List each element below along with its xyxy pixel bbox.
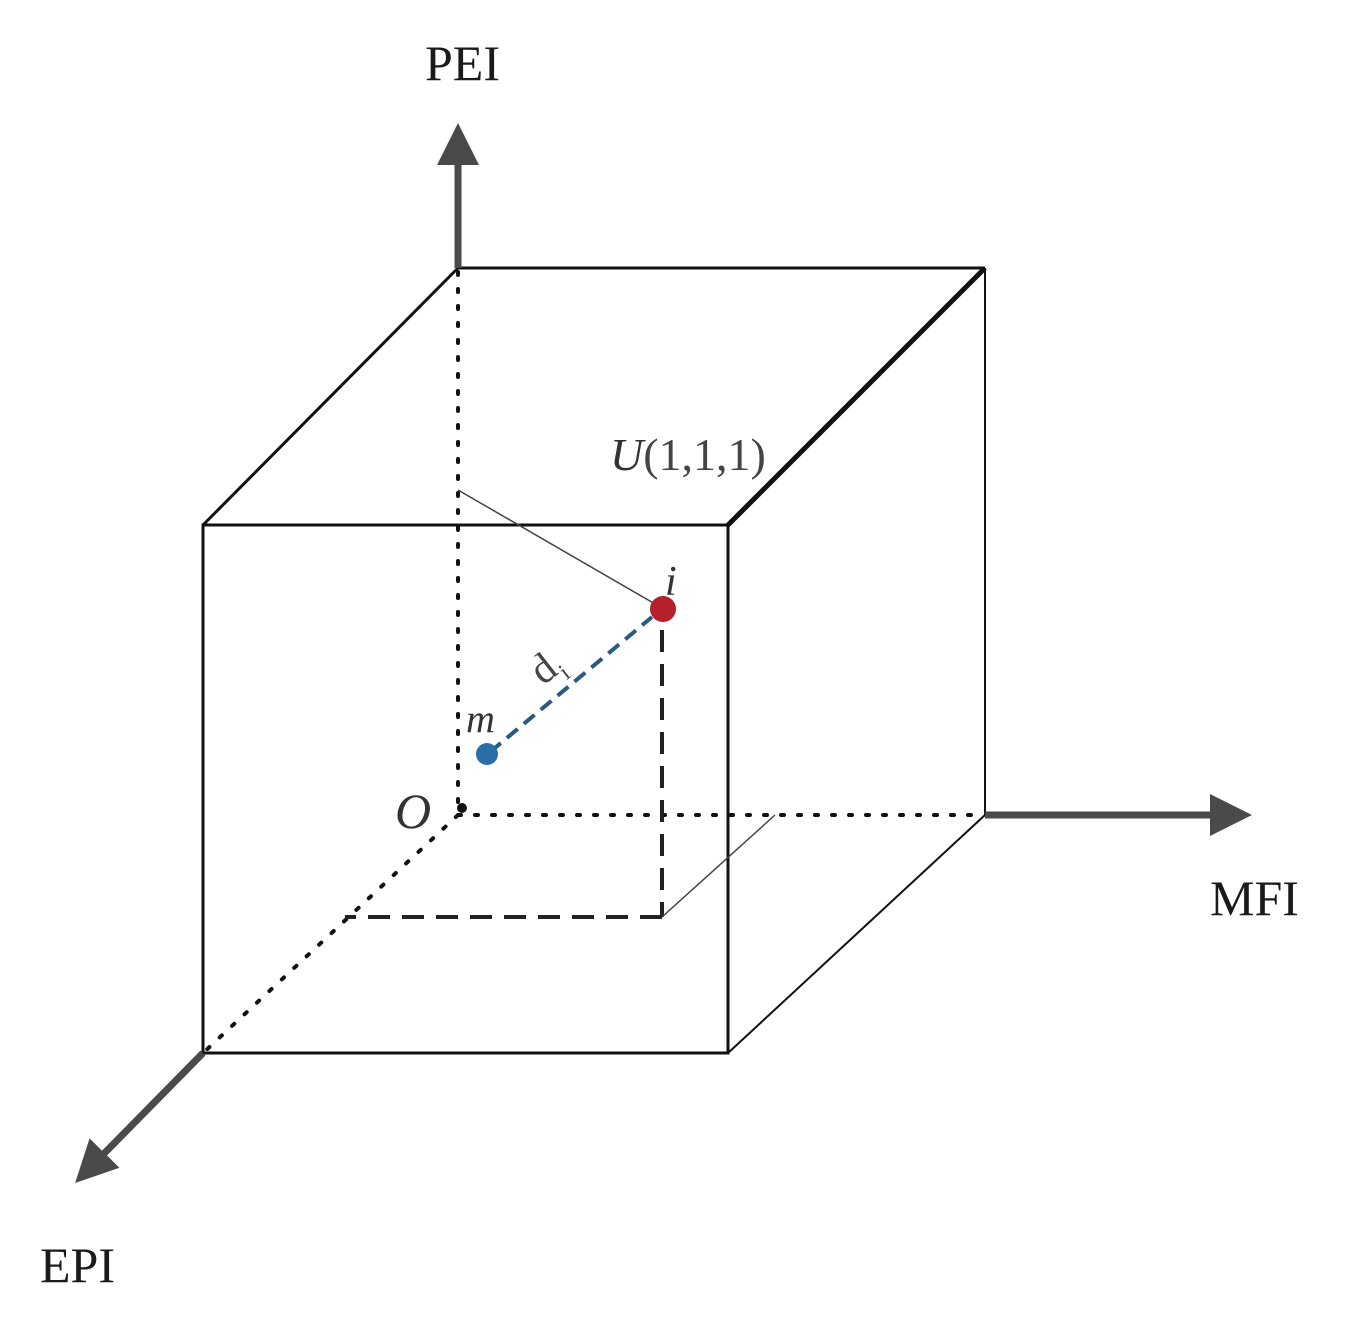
thin-line-to-axis xyxy=(457,489,663,609)
point-m-label: m xyxy=(466,696,495,741)
hidden-depth-edge xyxy=(201,813,460,1055)
point-m xyxy=(476,743,498,765)
front-face xyxy=(201,523,730,1055)
top-right-edge xyxy=(726,266,987,527)
axis-arrows xyxy=(75,123,1252,1183)
point-i xyxy=(650,596,676,622)
ideal-point-label: U(1,1,1) xyxy=(610,429,766,480)
hidden-edges xyxy=(201,270,987,1055)
top-left-edge xyxy=(201,266,460,527)
cube-edges xyxy=(201,266,987,1055)
ideal-coords: (1,1,1) xyxy=(643,429,766,480)
origin-point xyxy=(457,803,467,813)
point-i-label: i xyxy=(665,559,677,605)
projection-lines xyxy=(345,489,776,919)
axis-label-mfi: MFI xyxy=(1210,870,1299,926)
axis-label-epi: EPI xyxy=(40,1237,115,1293)
bottom-right-edge xyxy=(727,814,986,1054)
distance-line xyxy=(488,615,654,754)
thin-line-floor xyxy=(661,814,776,918)
ideal-letter: U xyxy=(610,429,646,480)
axis-label-pei: PEI xyxy=(425,35,500,91)
epi-axis-arrow xyxy=(75,1050,206,1183)
origin-label: O xyxy=(395,783,431,839)
